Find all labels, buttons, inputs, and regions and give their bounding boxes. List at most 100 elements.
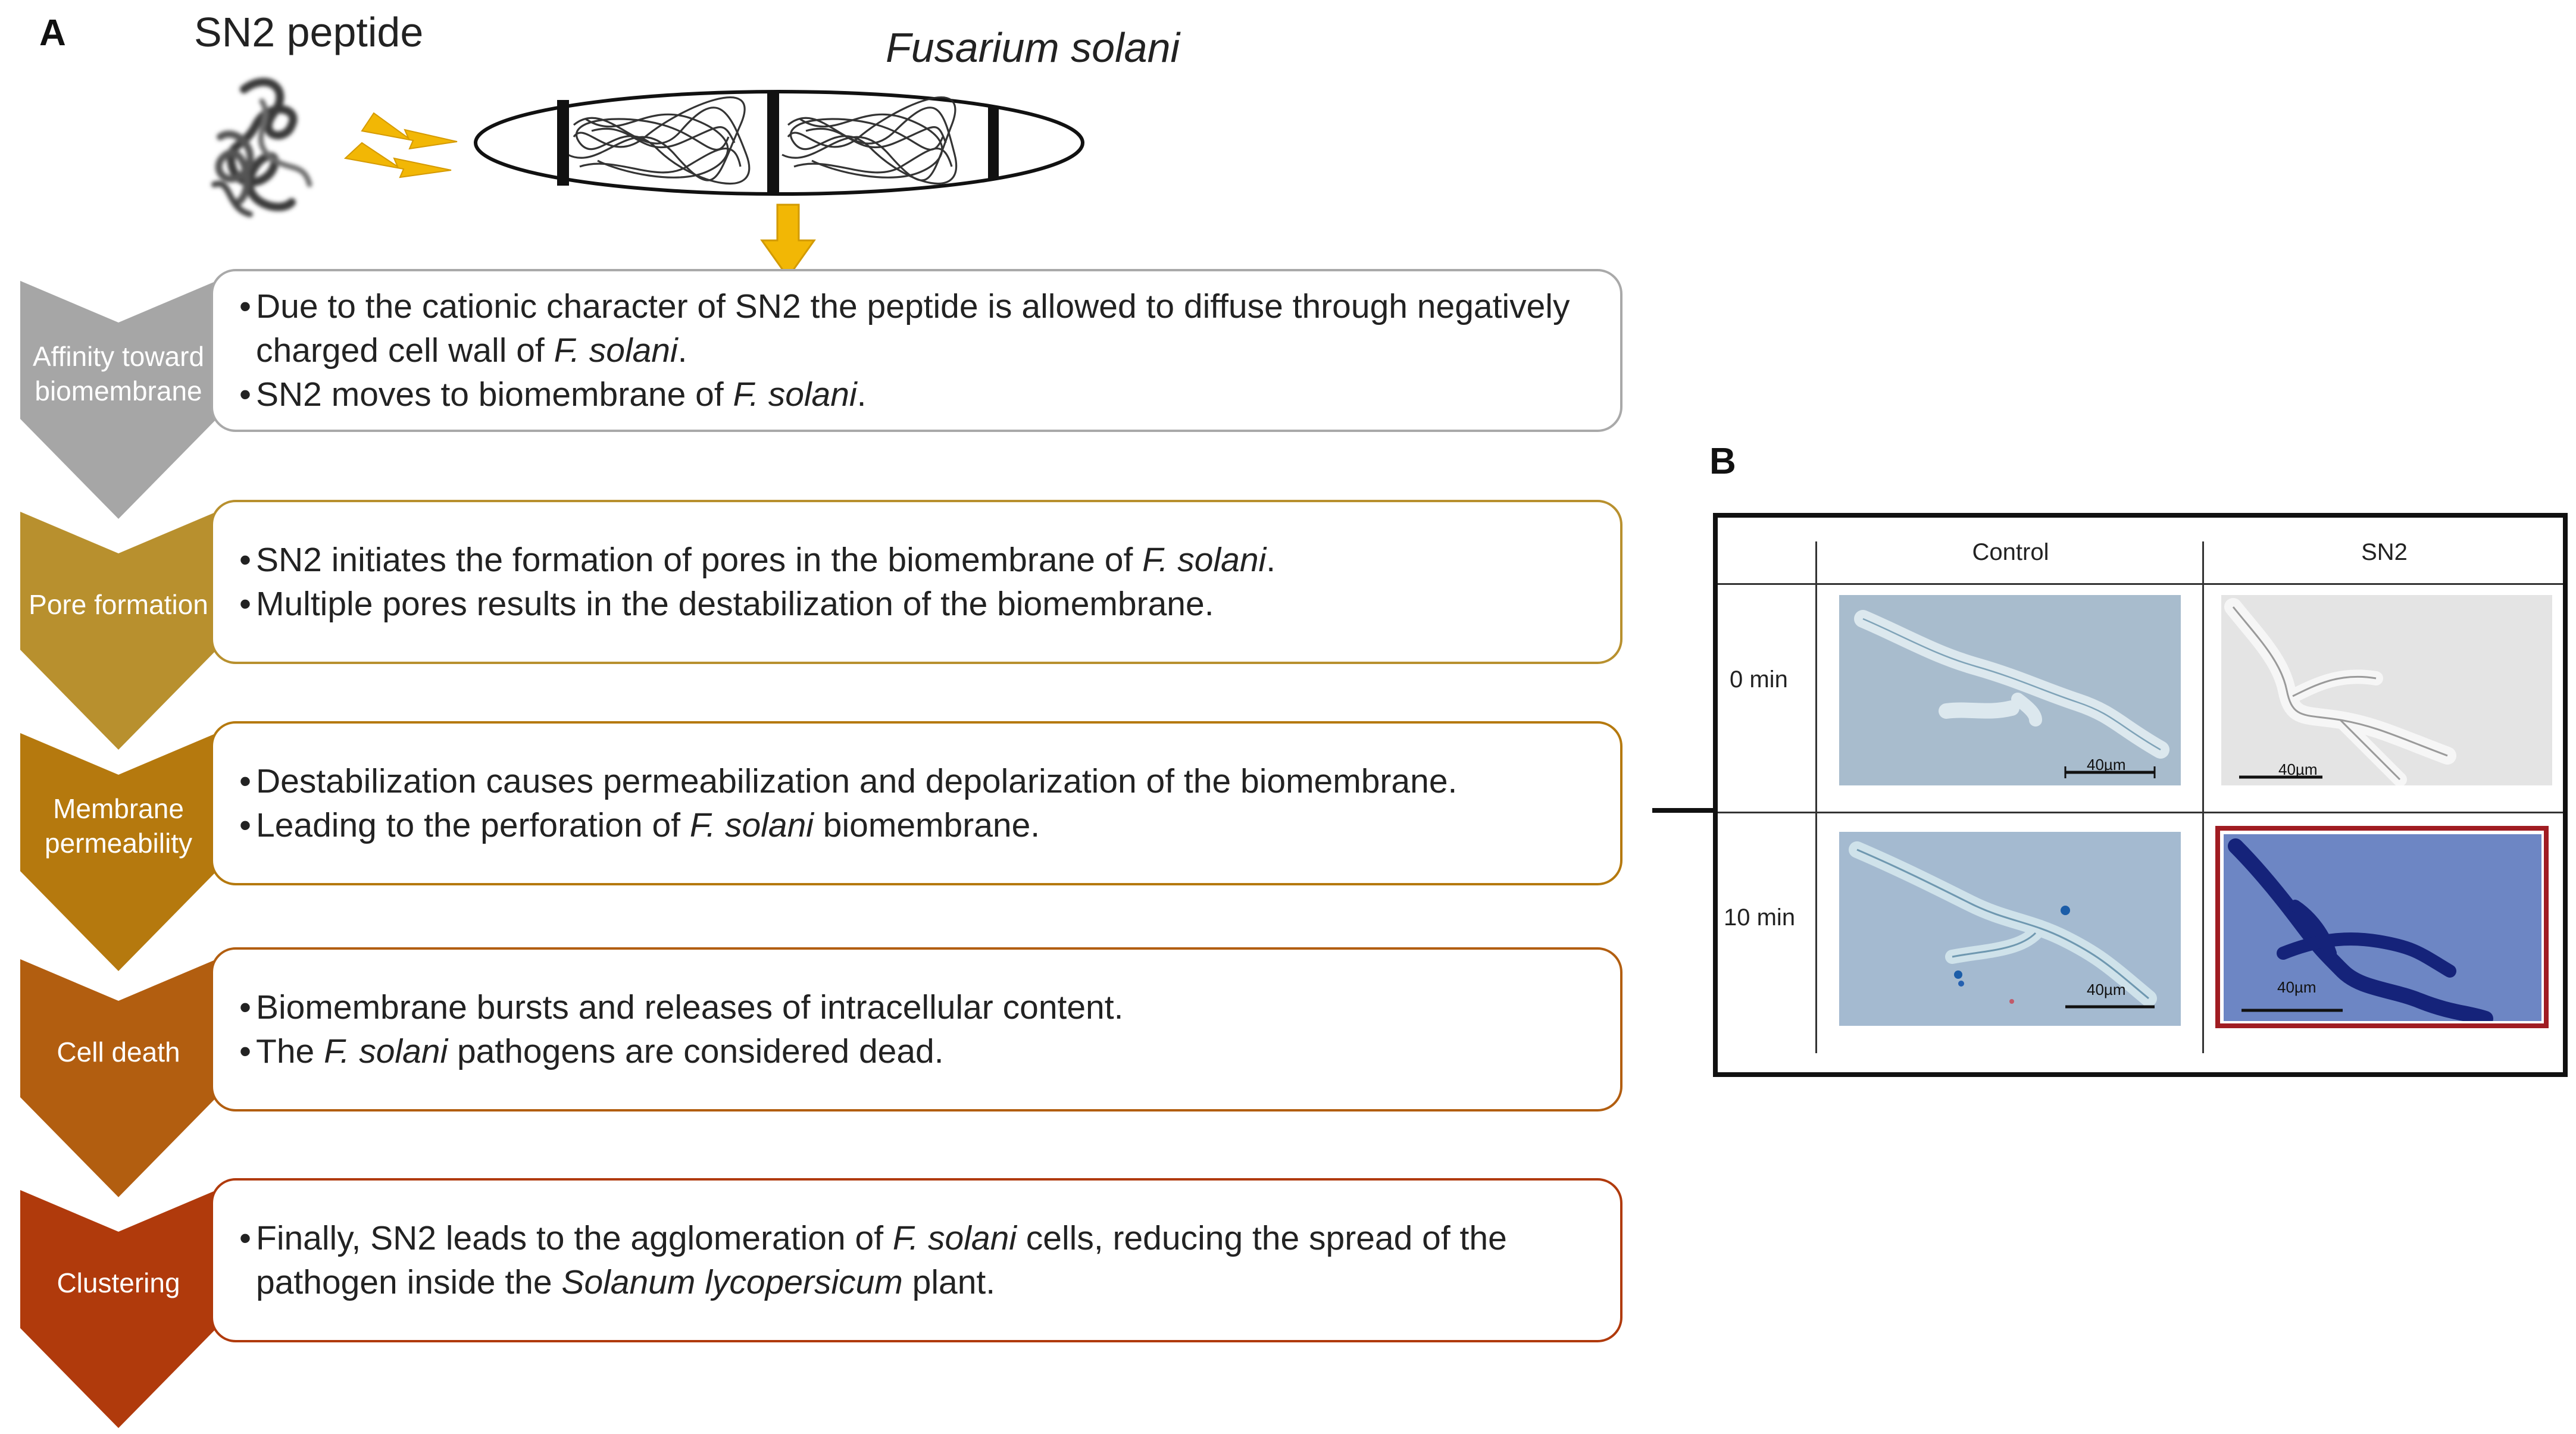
bullet-item: •Destabilization causes permeabilization… <box>235 759 1596 803</box>
stage-description-box: •Biomembrane bursts and releases of intr… <box>211 947 1622 1111</box>
bullet-item: •The F. solani pathogens are considered … <box>235 1029 1596 1073</box>
bullet-text: Leading to the perforation of F. solani … <box>256 803 1596 847</box>
stage-label: Cell death <box>20 1001 217 1103</box>
down-arrow-icon <box>760 203 816 279</box>
text-segment: cells, reducing the spread of the pathog… <box>256 1219 1507 1301</box>
row-header-0min: 0 min <box>1730 666 1788 693</box>
bullet-dot: • <box>239 762 251 800</box>
bullet-text: SN2 moves to biomembrane of F. solani. <box>256 372 1596 417</box>
col-header-control: Control <box>1972 539 2049 565</box>
panel-a-letter: A <box>39 12 66 54</box>
connector-line <box>1652 808 1715 813</box>
grid-vline-2 <box>2202 541 2204 1053</box>
text-segment: . <box>856 375 867 414</box>
italic-text: F. solani <box>1142 541 1267 579</box>
text-segment: Biomembrane bursts and releases of intra… <box>256 988 1124 1026</box>
bullet-text: Multiple pores results in the destabiliz… <box>256 582 1596 626</box>
bullet-dot: • <box>239 1032 251 1070</box>
text-segment: Finally, SN2 leads to the agglomeration … <box>256 1219 893 1257</box>
micrograph-sn2-0min <box>2221 595 2552 785</box>
italic-text: F. solani <box>554 331 678 370</box>
stage-chevron <box>20 733 217 971</box>
stage-label-line: Pore formation <box>29 589 208 620</box>
italic-text: F. solani <box>733 375 857 414</box>
microscopy-grid: Control SN2 0 min 10 min 40µm 40µ <box>1713 513 2568 1077</box>
stage-description-box: •SN2 initiates the formation of pores in… <box>211 500 1622 664</box>
bullet-item: •Due to the cationic character of SN2 th… <box>235 284 1596 372</box>
highlight-frame <box>2215 826 2549 1028</box>
stage-description-box: •Finally, SN2 leads to the agglomeration… <box>211 1178 1622 1342</box>
stage-label-line: Cell death <box>57 1037 180 1067</box>
row-header-10min: 10 min <box>1724 904 1796 931</box>
scale-label-sn2-10min: 40µm <box>2277 978 2316 996</box>
grid-vline-1 <box>1815 541 1817 1053</box>
text-segment: Leading to the perforation of <box>256 806 690 844</box>
scale-label-control-10min: 40µm <box>2087 981 2126 998</box>
grid-hline-1 <box>1718 583 2563 585</box>
stage-label-line: biomembrane <box>35 375 202 406</box>
text-segment: SN2 moves to biomembrane of <box>256 375 733 414</box>
text-segment: plant. <box>902 1263 996 1301</box>
bullet-text: Due to the cationic character of SN2 the… <box>256 284 1596 372</box>
stage-label: Membrane permeability <box>20 775 217 877</box>
italic-text: F. solani <box>689 806 814 844</box>
bullet-item: •SN2 moves to biomembrane of F. solani. <box>235 372 1596 417</box>
stage-chevron <box>20 512 217 750</box>
text-segment: Due to the cationic character of SN2 the… <box>256 287 1570 370</box>
italic-text: Solanum lycopersicum <box>561 1263 903 1301</box>
scale-label-sn2-0min: 40µm <box>2278 760 2318 778</box>
bullet-text: Destabilization causes permeabilization … <box>256 759 1596 803</box>
stage-chevron <box>20 1190 217 1428</box>
stage-description-box: •Due to the cationic character of SN2 th… <box>211 269 1622 432</box>
bullet-text: SN2 initiates the formation of pores in … <box>256 538 1596 582</box>
bullet-dot: • <box>239 287 251 325</box>
bullet-item: •Leading to the perforation of F. solani… <box>235 803 1596 847</box>
bullet-text: The F. solani pathogens are considered d… <box>256 1029 1596 1073</box>
micrograph-control-10min <box>1839 832 2181 1026</box>
peptide-structure-icon <box>211 77 312 217</box>
stage-label: Pore formation <box>20 553 217 656</box>
lightning-arrows-icon <box>343 112 458 179</box>
bullet-dot: • <box>239 585 251 623</box>
bullet-item: •Biomembrane bursts and releases of intr… <box>235 985 1596 1029</box>
bullet-text: Biomembrane bursts and releases of intra… <box>256 985 1596 1029</box>
italic-text: F. solani <box>324 1032 448 1070</box>
stage-label-line: permeability <box>45 828 192 859</box>
grid-hline-2 <box>1718 812 2563 813</box>
text-segment: . <box>677 331 687 370</box>
bullet-dot: • <box>239 1219 251 1257</box>
micrograph-sn2-10min <box>2224 834 2541 1021</box>
text-segment: . <box>1266 541 1276 579</box>
fungal-cell-diagram <box>474 90 1084 196</box>
panel-b-letter: B <box>1709 441 1736 482</box>
bullet-dot: • <box>239 375 251 414</box>
text-segment: SN2 initiates the formation of pores in … <box>256 541 1143 579</box>
fungus-label: Fusarium solani <box>886 24 1180 71</box>
stage-label-line: Membrane <box>53 793 184 824</box>
bullet-dot: • <box>239 988 251 1026</box>
bullet-item: •Multiple pores results in the destabili… <box>235 582 1596 626</box>
stage-description-box: •Destabilization causes permeabilization… <box>211 721 1622 885</box>
stage-chevron <box>20 959 217 1197</box>
bullet-item: •SN2 initiates the formation of pores in… <box>235 538 1596 582</box>
text-segment: biomembrane. <box>813 806 1040 844</box>
italic-text: F. solani <box>892 1219 1017 1257</box>
col-header-sn2: SN2 <box>2361 539 2408 565</box>
text-segment: pathogens are considered dead. <box>448 1032 944 1070</box>
micrograph-control-0min <box>1839 595 2181 785</box>
stage-label: Clustering <box>20 1232 217 1334</box>
bullet-text: Finally, SN2 leads to the agglomeration … <box>256 1216 1596 1304</box>
stage-label-line: Affinity toward <box>32 341 205 372</box>
bullet-dot: • <box>239 541 251 579</box>
text-segment: The <box>256 1032 324 1070</box>
stage-label-line: Clustering <box>57 1267 180 1298</box>
scale-label-control-0min: 40µm <box>2087 756 2126 774</box>
text-segment: Multiple pores results in the destabiliz… <box>256 585 1214 623</box>
peptide-label: SN2 peptide <box>194 9 424 55</box>
bullet-dot: • <box>239 806 251 844</box>
text-segment: Destabilization causes permeabilization … <box>256 762 1458 800</box>
stage-chevron <box>20 281 217 519</box>
bullet-item: •Finally, SN2 leads to the agglomeration… <box>235 1216 1596 1304</box>
